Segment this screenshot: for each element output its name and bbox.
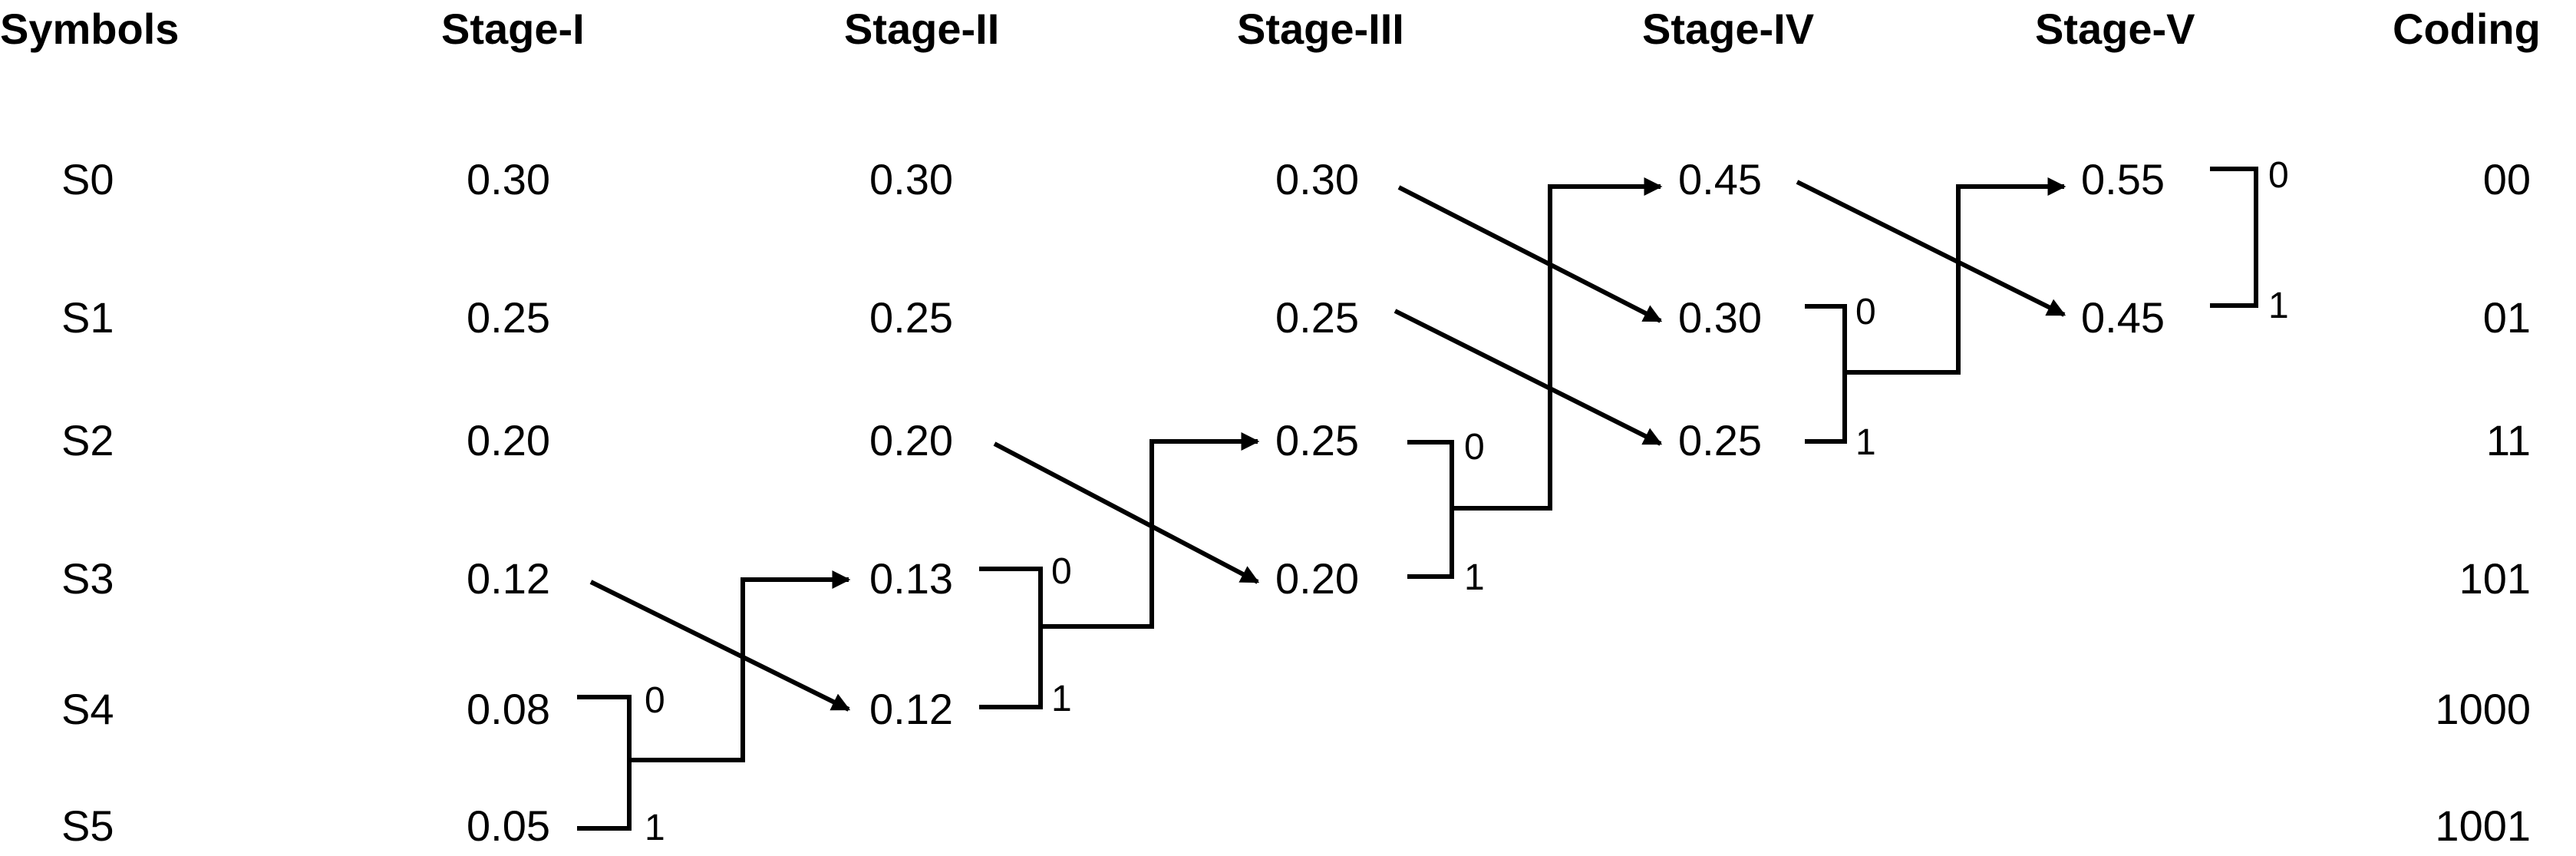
- code-value: 101: [2459, 554, 2531, 603]
- stage-4-column: 0.45 0.30 0.25: [1678, 155, 1762, 464]
- probability-value: 0.30: [1275, 155, 1359, 203]
- header-coding: Coding: [2393, 5, 2541, 53]
- probability-value: 0.25: [1275, 293, 1359, 342]
- probability-value: 0.25: [869, 293, 953, 342]
- symbol-column: S0 S1 S2 S3 S4 S5: [61, 155, 114, 850]
- symbol-label: S1: [61, 293, 114, 342]
- stage-1-column: 0.30 0.25 0.20 0.12 0.08 0.05: [467, 155, 550, 850]
- probability-value: 0.20: [869, 416, 953, 464]
- probability-value: 0.55: [2081, 155, 2165, 203]
- probability-value: 0.45: [1678, 155, 1762, 203]
- probability-value: 0.20: [1275, 554, 1359, 603]
- branch-bit-one: 1: [1051, 679, 1072, 719]
- shift-arrow: [589, 580, 851, 712]
- branch-bit-zero: 0: [1464, 427, 1485, 468]
- code-value: 01: [2483, 293, 2531, 342]
- merge-bracket: [2210, 167, 2258, 308]
- code-value: 1000: [2435, 685, 2531, 733]
- symbol-label: S2: [61, 416, 114, 464]
- probability-value: 0.12: [467, 554, 550, 603]
- merge-bracket: [1805, 187, 2064, 444]
- symbol-label: S5: [61, 801, 114, 850]
- branch-bit-one: 1: [1464, 557, 1485, 598]
- branch-bit-one: 1: [645, 808, 665, 848]
- merge-bracket: [577, 580, 849, 831]
- shift-arrow: [993, 441, 1260, 584]
- probability-value: 0.45: [2081, 293, 2165, 342]
- code-value: 11: [2486, 416, 2531, 464]
- probability-value: 0.30: [869, 155, 953, 203]
- header-row: Symbols Stage-I Stage-II Stage-III Stage…: [0, 5, 2541, 53]
- probability-value: 0.13: [869, 554, 953, 603]
- transition-3-4: 0 1: [1394, 185, 1663, 598]
- stage-3-column: 0.30 0.25 0.25 0.20: [1275, 155, 1359, 603]
- transition-2-3: 0 1: [979, 441, 1258, 719]
- transition-1-2: 0 1: [577, 580, 849, 848]
- branch-bit-zero: 0: [1855, 292, 1876, 332]
- header-stage-4: Stage-IV: [1642, 5, 1814, 53]
- branch-bit-zero: 0: [2268, 155, 2289, 196]
- probability-value: 0.25: [467, 293, 550, 342]
- final-merge: 0 1: [2210, 155, 2289, 326]
- shift-arrow: [1397, 185, 1663, 323]
- code-value: 00: [2483, 155, 2531, 203]
- merge-bracket: [1407, 187, 1661, 579]
- header-symbols: Symbols: [0, 5, 179, 53]
- stage-2-column: 0.30 0.25 0.20 0.13 0.12: [869, 155, 953, 733]
- probability-value: 0.25: [1678, 416, 1762, 464]
- header-stage-2: Stage-II: [844, 5, 999, 53]
- branch-bit-zero: 0: [1051, 551, 1072, 592]
- probability-value: 0.30: [1678, 293, 1762, 342]
- header-stage-3: Stage-III: [1237, 5, 1404, 53]
- header-stage-1: Stage-I: [441, 5, 585, 53]
- probability-value: 0.05: [467, 801, 550, 850]
- code-value: 1001: [2435, 801, 2531, 850]
- shift-arrow: [1796, 180, 2066, 317]
- symbol-label: S4: [61, 685, 114, 733]
- branch-bit-zero: 0: [645, 680, 665, 721]
- probability-value: 0.30: [467, 155, 550, 203]
- transition-4-5: 0 1: [1796, 180, 2066, 463]
- merge-bracket: [979, 441, 1258, 709]
- probability-value: 0.08: [467, 685, 550, 733]
- symbol-label: S3: [61, 554, 114, 603]
- probability-value: 0.12: [869, 685, 953, 733]
- coding-column: 00 01 11 101 1000 1001: [2435, 155, 2531, 850]
- symbol-label: S0: [61, 155, 114, 203]
- header-stage-5: Stage-V: [2035, 5, 2195, 53]
- stage-5-column: 0.55 0.45: [2081, 155, 2165, 342]
- probability-value: 0.20: [467, 416, 550, 464]
- shift-arrow: [1394, 309, 1663, 446]
- branch-bit-one: 1: [1855, 422, 1876, 463]
- branch-bit-one: 1: [2268, 286, 2289, 326]
- probability-value: 0.25: [1275, 416, 1359, 464]
